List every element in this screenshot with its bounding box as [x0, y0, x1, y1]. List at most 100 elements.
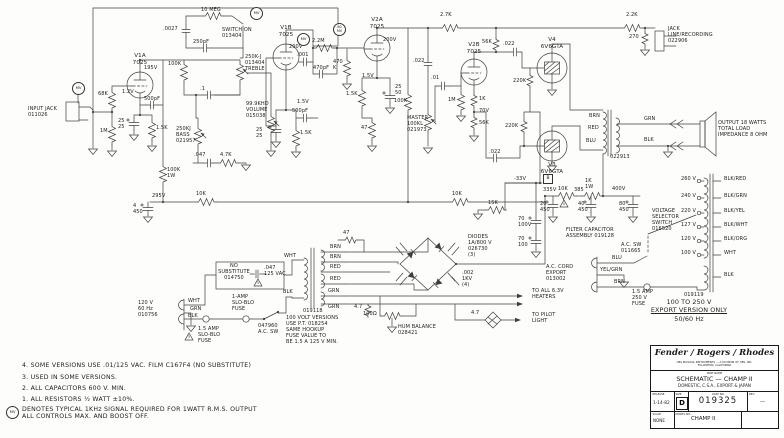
tapwire-blk-red: BLK/RED: [724, 176, 747, 182]
v2a-label: V2A 7025: [369, 17, 385, 30]
part-no-value: 019325: [698, 396, 738, 406]
cord-brn: BRN: [614, 279, 625, 285]
spk-blk-label: BLK: [644, 137, 654, 143]
c-70-100v-label: 70 100V: [518, 216, 532, 228]
fuse-1amp-label: 1-AMP SLO-BLO FUSE: [232, 294, 255, 312]
v3-label: V3 6V6GTA: [540, 162, 564, 175]
mv-note: DENOTES TYPICAL 1KHz SIGNAL REQUIRED FOR…: [22, 406, 257, 421]
tap-120: 120 V: [681, 236, 697, 242]
v2b-cathode-voltage: 70V: [479, 108, 490, 114]
export-line-2: EXPORT VERSION ONLY: [650, 306, 728, 314]
v2a-cathode-voltage: 1.5V: [362, 73, 374, 79]
part-no-label: PART NO.: [712, 392, 725, 396]
scale-label: SCALE: [652, 412, 662, 416]
v4-label: V4 6V6GTA: [540, 37, 564, 50]
input-jack: [65, 101, 80, 122]
model-value: CHAMP II: [691, 416, 716, 422]
mv-icon-3: MV: [297, 33, 310, 46]
master-pot-label: MASTER 100KL 021973: [407, 115, 429, 133]
release-value: 1-14-82: [653, 401, 670, 406]
no-substitute-note: NO SUBSTITUTE 014750: [218, 263, 250, 281]
r-4-7k-label: 4.7K: [220, 152, 232, 158]
bias-voltage: -33V: [514, 176, 526, 182]
ac-cord-export-label: A.C. CORD EXPORT 013002: [546, 264, 574, 282]
volume-pot-label: 99.9KHD VOLUME 015038: [246, 101, 269, 119]
r-470k-label: 470 K: [333, 59, 343, 71]
output-note: OUTPUT 18 WATTS TOTAL LOAD IMPEDANCE 8 O…: [718, 120, 768, 138]
filter-assembly-note: FILTER CAPACITOR ASSEMBLY 019128: [566, 227, 615, 239]
warn-4-a: 4: [562, 202, 565, 206]
diode-bridge: [406, 242, 445, 289]
v1a-label: V1A 7025: [132, 53, 148, 66]
cap-25-50-label: 25 50: [395, 84, 402, 96]
r-100k-1w-label: 100K 1W: [167, 167, 181, 179]
tapwire-blk: BLK: [724, 272, 734, 278]
export-fuse-label: 1.5 AMP 250 V FUSE: [632, 289, 653, 307]
warning-triangles: [184, 199, 569, 341]
ot-red-label: RED: [588, 125, 599, 131]
ac-line-label: 120 V 60 Hz 010756: [138, 300, 158, 318]
line-jack: [654, 30, 665, 52]
diodes-note: DIODES 1A/800 V 026730 (3): [468, 234, 492, 258]
r-56k-cath-label: 56K: [479, 120, 489, 126]
boost-switch-label: SWITCH ON 013404: [222, 27, 252, 39]
r-10k-c-label: 10K: [196, 191, 206, 197]
pt-red-1: RED: [330, 264, 341, 270]
v1b-label: V1B 7025: [278, 25, 294, 38]
pt-note: 100 VOLT VERSIONS USE P.T. 018254 SAME H…: [286, 315, 339, 345]
c-01-label: .01: [431, 75, 440, 81]
boost-r-label: 10 MEG: [201, 7, 221, 13]
bass-pot-label: 250KJ BASS 021957: [176, 126, 196, 144]
tap-220: 220 V: [681, 208, 697, 214]
pt-brn-2: BRN: [330, 254, 341, 260]
mv-80-icon: 80 MV: [333, 23, 346, 36]
v1b-plate-voltage: 200V: [289, 44, 303, 50]
model-label: MODEL NO.: [675, 412, 691, 416]
r-47-label: 47: [361, 125, 368, 131]
pt-grn-1: GRN: [328, 288, 340, 294]
c-500pf-b-label: 500pF: [292, 108, 309, 114]
pt-number: 019118: [303, 308, 323, 314]
capacitors: [126, 24, 639, 249]
boost-c-label: .0027: [163, 26, 178, 32]
pt-red-2: RED: [330, 276, 341, 282]
tap-240: 240 V: [681, 193, 697, 199]
plug-wht: WHT: [188, 298, 201, 304]
part-name: SCHEMATIC — CHAMP II: [676, 374, 753, 383]
junction-dots: [91, 26, 670, 321]
spk-grn-label: GRN: [644, 116, 656, 122]
grounds: [88, 49, 673, 333]
r-1k-1w-label: 1K 1W: [585, 178, 594, 190]
rev-label: REV: [749, 392, 755, 396]
c-80-450-label: 80 450: [619, 201, 629, 213]
pt-wht: WHT: [284, 253, 297, 259]
r-47-bridge-label: 47: [343, 230, 350, 236]
to-pilot-label: TO PILOT LIGHT: [532, 312, 556, 324]
v295-label: 295V: [152, 193, 166, 199]
part-sub: DOMESTIC, C.S.A., EXPORT & JAPAN: [678, 383, 751, 388]
r-4-7-b-label: 4.7: [471, 310, 480, 316]
brand-logo: Fender / Rogers / Rhodes: [654, 348, 775, 358]
title-block: Fender / Rogers / Rhodes CBS MUSICAL INS…: [650, 345, 779, 429]
c-001-label: .001: [297, 52, 309, 58]
c-40-450-label: 40 450: [578, 201, 588, 213]
line-jack-label: JACK LINE/RECORDING 022906: [668, 26, 713, 44]
c-250pf-label: 250pF: [193, 39, 210, 45]
note-2: 2. ALL CAPACITORS 600 V. MIN.: [22, 385, 127, 392]
r-1-5k-a-label: 1.5K: [156, 125, 168, 131]
size-label: SIZE: [675, 392, 682, 396]
warn-3-a: 3: [187, 335, 190, 339]
c-022-c-label: .022: [489, 149, 501, 155]
c-470pf-label: 470pF: [313, 65, 330, 71]
tap-260: 260 V: [681, 176, 697, 182]
tap-100: 100 V: [681, 250, 697, 256]
voltage-selector-label: VOLTAGE SELECTOR SWITCH 016520: [652, 208, 680, 232]
size-value: D: [676, 397, 688, 410]
fuses: [199, 283, 654, 323]
output-transformer: [602, 109, 620, 157]
part-name-label: PART NAME: [706, 371, 723, 375]
release-label: RELEASE: [652, 392, 665, 396]
treble-pot-label: 250K-J 013404 TREBLE: [245, 54, 265, 72]
